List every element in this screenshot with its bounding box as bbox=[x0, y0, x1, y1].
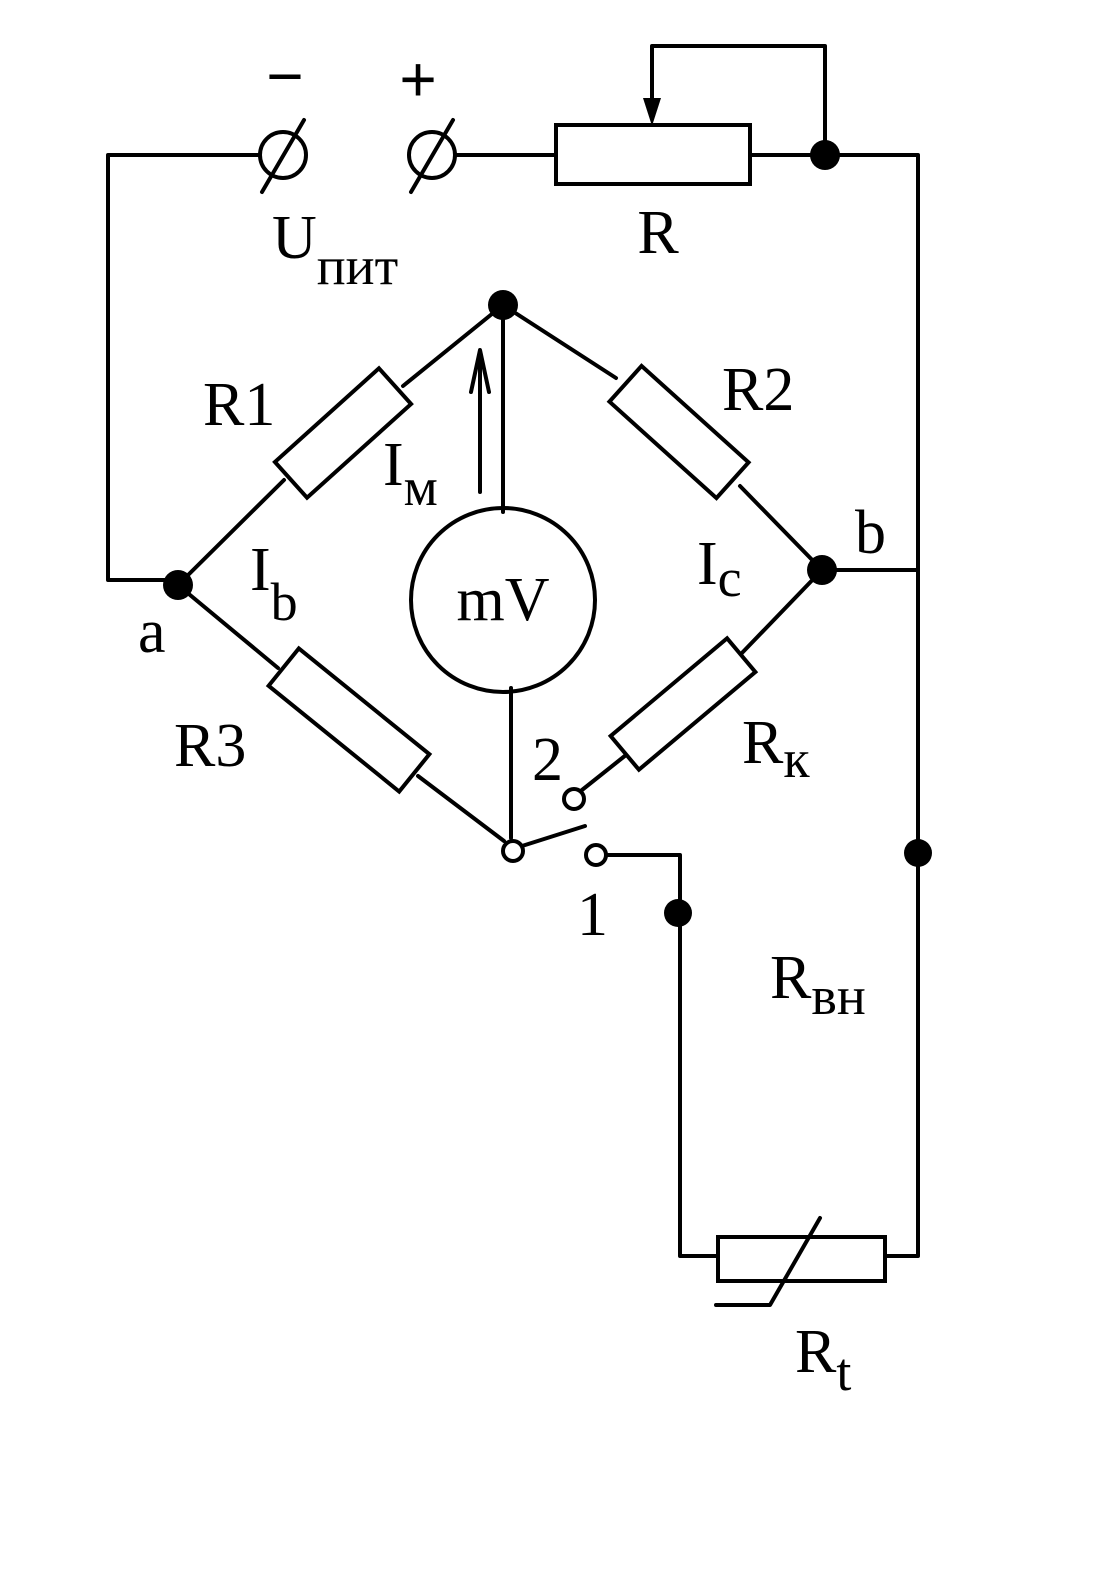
wire-b-rk bbox=[738, 568, 824, 657]
node-rheostat-dot bbox=[810, 140, 840, 170]
rheostat-body bbox=[554, 123, 752, 186]
label-rvn-sub: вн bbox=[811, 966, 865, 1026]
thermistor-rt-slash bbox=[714, 1216, 822, 1307]
label-plus: + bbox=[399, 43, 436, 115]
label-rk-sub: к bbox=[783, 729, 810, 789]
resistor-r1 bbox=[272, 365, 414, 501]
label-im-main: I bbox=[383, 431, 404, 499]
label-rk-main: R bbox=[742, 709, 784, 777]
label-ic: Ic bbox=[697, 530, 742, 608]
label-switch-1: 1 bbox=[577, 881, 608, 949]
wire-rt-to-switch bbox=[606, 853, 720, 1258]
switch-common-terminal bbox=[501, 839, 525, 863]
resistor-r3 bbox=[265, 645, 433, 795]
supply-terminal-plus bbox=[407, 118, 457, 194]
thermistor-rt-body bbox=[716, 1235, 887, 1283]
label-minus: − bbox=[266, 40, 303, 112]
current-arrow-im-head bbox=[469, 348, 491, 394]
wire-rail-to-rt bbox=[883, 1060, 920, 1258]
node-b-dot bbox=[807, 555, 837, 585]
label-supply-sub: пит bbox=[317, 236, 398, 296]
label-rt-main: R bbox=[795, 1318, 837, 1386]
switch-blade bbox=[520, 824, 587, 848]
label-rheostat: R bbox=[637, 199, 679, 267]
label-supply: Uпит bbox=[272, 204, 398, 296]
wire-a-r1 bbox=[176, 478, 286, 587]
millivoltmeter-label: mV bbox=[457, 566, 550, 634]
rheostat-wiper-arrow bbox=[643, 98, 661, 126]
label-node-a: a bbox=[138, 598, 166, 666]
resistor-r2 bbox=[606, 363, 752, 501]
wire-left-supply bbox=[106, 153, 260, 582]
label-im-sub: м bbox=[404, 457, 438, 517]
label-rvn: Rвн bbox=[770, 944, 866, 1026]
switch-terminal-1 bbox=[584, 843, 608, 867]
label-rt: Rt bbox=[795, 1318, 851, 1402]
supply-terminal-minus bbox=[258, 118, 308, 194]
wire-r2-b bbox=[738, 484, 824, 572]
switch-terminal-2 bbox=[562, 787, 586, 811]
node-top-dot bbox=[488, 290, 518, 320]
wire-rk-switch2 bbox=[580, 753, 628, 792]
label-ib-sub: b bbox=[271, 572, 298, 632]
label-switch-2: 2 bbox=[532, 726, 563, 794]
node-switch-return-dot bbox=[664, 899, 692, 927]
label-r1: R1 bbox=[203, 371, 275, 439]
wire-a-r3 bbox=[176, 583, 280, 670]
label-im: Iм bbox=[383, 431, 438, 517]
wire-r1-top bbox=[401, 303, 505, 388]
label-rvn-main: R bbox=[770, 944, 812, 1012]
label-rt-sub: t bbox=[836, 1342, 851, 1402]
label-rk: Rк bbox=[742, 709, 810, 789]
wire-r3-switch bbox=[416, 774, 506, 843]
wire-right-rail-top bbox=[823, 153, 920, 1064]
wires bbox=[106, 44, 920, 1258]
label-node-b: b bbox=[855, 499, 886, 567]
label-r2: R2 bbox=[722, 356, 794, 424]
label-ib-main: I bbox=[250, 536, 271, 604]
label-ib: Ib bbox=[250, 536, 298, 632]
label-r3: R3 bbox=[174, 712, 246, 780]
wire-rheostat-wiper bbox=[650, 44, 827, 157]
label-ic-sub: c bbox=[718, 548, 742, 608]
millivoltmeter bbox=[409, 506, 597, 694]
node-a-dot bbox=[163, 570, 193, 600]
label-ic-main: I bbox=[697, 530, 718, 598]
label-supply-main: U bbox=[272, 204, 317, 272]
resistor-rk bbox=[607, 635, 759, 773]
wire-top-r2 bbox=[501, 303, 618, 380]
node-rail-dot bbox=[904, 839, 932, 867]
